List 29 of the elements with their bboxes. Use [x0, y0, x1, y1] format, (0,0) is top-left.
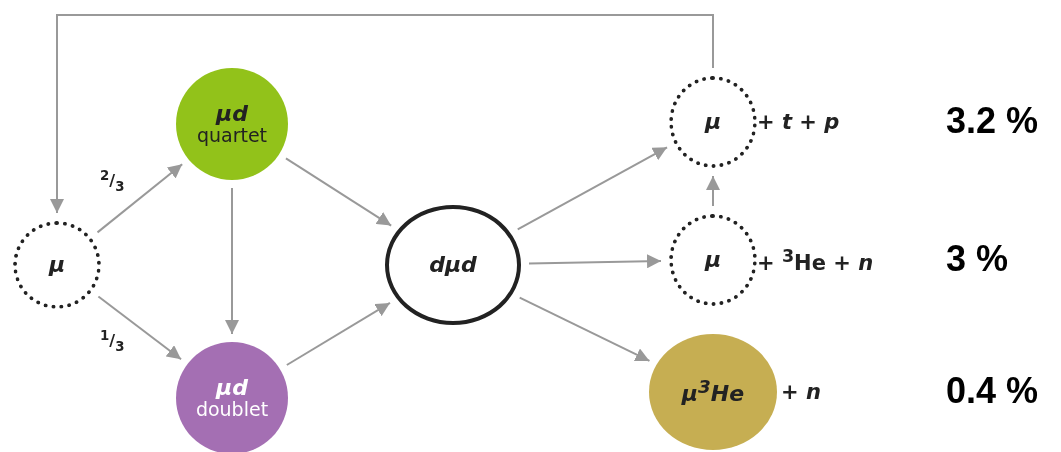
arrow — [225, 187, 239, 335]
dotted-circle — [13, 221, 101, 309]
formula-text: + t + p — [757, 110, 840, 134]
arrow — [96, 163, 184, 234]
node-label: μd — [216, 102, 248, 125]
node-label: μ — [48, 254, 66, 276]
circle — [385, 205, 521, 325]
node-label: μd — [216, 376, 248, 399]
formula-text: + n — [781, 380, 821, 404]
arrow — [528, 254, 662, 269]
arrow — [284, 157, 393, 227]
formula-text: + $^{3}$He + n — [757, 245, 874, 275]
arrow — [518, 296, 651, 362]
percentage-label: 3.2 % — [946, 100, 1039, 142]
arrow — [516, 146, 669, 231]
percentage-label: 0.4 % — [946, 370, 1039, 412]
node-label: μ — [704, 111, 722, 133]
edge-label: $^{2}$/$_{3}$ — [100, 168, 125, 194]
percentage-label: 3 % — [946, 238, 1009, 280]
arrow — [706, 175, 720, 207]
node-label: μ — [704, 249, 722, 271]
node-caption: doublet — [195, 398, 269, 420]
node-label: μ$^{3}$He — [681, 378, 745, 406]
node-caption: quartet — [196, 124, 268, 146]
arrow — [50, 14, 714, 214]
arrow — [285, 301, 391, 366]
edge-label: $^{1}$/$_{3}$ — [100, 328, 125, 354]
arrow — [97, 295, 183, 361]
node-label: dμd — [429, 254, 477, 276]
